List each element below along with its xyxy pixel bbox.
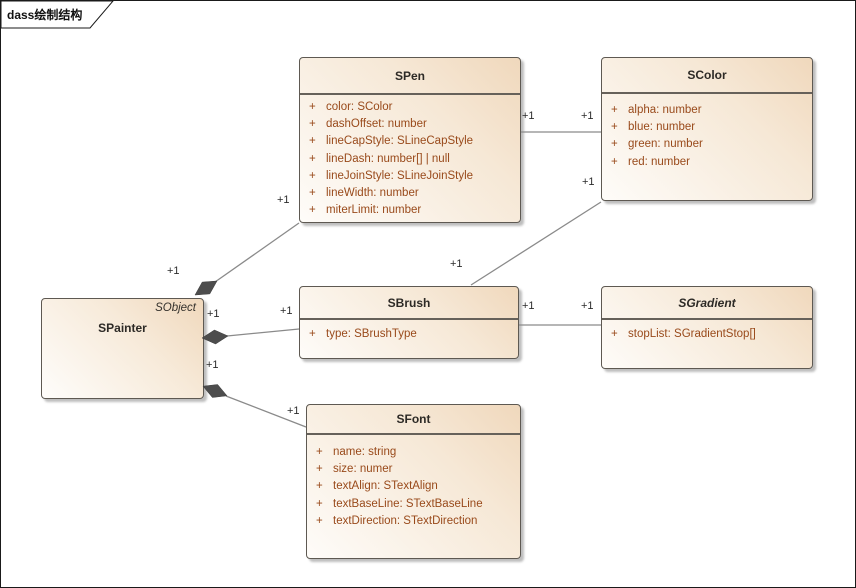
attribute-text: stopList: SGradientStop[] xyxy=(628,327,756,340)
multiplicity-label: +1 xyxy=(287,405,300,417)
class-sgradient-attributes: + stopList: SGradientStop[] xyxy=(602,320,812,342)
attribute-text: miterLimit: number xyxy=(326,204,422,217)
attribute-row[interactable]: + dashOffset: number xyxy=(300,115,520,132)
attribute-row[interactable]: + name: string xyxy=(307,443,520,460)
attribute-row[interactable]: + stopList: SGradientStop[] xyxy=(602,325,812,342)
multiplicity-label: +1 xyxy=(277,194,290,206)
attribute-text: name: string xyxy=(333,445,397,458)
connector-spainter-spen[interactable] xyxy=(214,222,300,283)
class-spen-header: SPen xyxy=(300,58,520,95)
attribute-row[interactable]: + miterLimit: number xyxy=(300,202,520,219)
class-sgradient[interactable]: SGradient + stopList: SGradientStop[] xyxy=(601,286,813,369)
attribute-text: alpha: number xyxy=(628,103,702,116)
class-spen-attributes: + color: SColor + dashOffset: number + line… xyxy=(300,95,520,219)
class-name: SFont xyxy=(396,412,431,426)
visibility: + xyxy=(309,100,316,113)
visibility: + xyxy=(309,187,316,200)
attribute-text: lineDash: number[] | null xyxy=(326,152,450,165)
class-sfont-attributes: + name: string + size: numer + textAlign: S… xyxy=(307,435,520,529)
attribute-text: lineCapStyle: SLineCapStyle xyxy=(326,135,474,148)
visibility: + xyxy=(316,445,323,458)
attribute-text: lineJoinStyle: SLineJoinStyle xyxy=(326,169,474,182)
connector-spainter-sbrush[interactable] xyxy=(226,328,300,337)
attribute-row[interactable]: + lineJoinStyle: SLineJoinStyle xyxy=(300,167,520,184)
diagram-title: dass绘制结构 xyxy=(7,8,83,22)
visibility: + xyxy=(309,327,316,340)
multiplicity-label: +1 xyxy=(207,308,220,320)
attribute-row[interactable]: + alpha: number xyxy=(602,101,812,118)
multiplicity-label: +1 xyxy=(280,305,293,317)
multiplicity-label: +1 xyxy=(522,110,535,122)
connector-sbrush-scolor[interactable] xyxy=(470,201,602,286)
class-scolor-attributes: + alpha: number + blue: number + green: num… xyxy=(602,94,812,170)
attribute-row[interactable]: + textDirection: STextDirection xyxy=(307,512,520,529)
class-sbrush-attributes: + type: SBrushType xyxy=(300,320,518,342)
attribute-row[interactable]: + textBaseLine: STextBaseLine xyxy=(307,495,520,512)
class-sbrush[interactable]: SBrush + type: SBrushType xyxy=(299,286,519,359)
multiplicity-label: +1 xyxy=(167,265,180,277)
attribute-row[interactable]: + red: number xyxy=(602,153,812,170)
visibility: + xyxy=(316,514,323,527)
attribute-text: textDirection: STextDirection xyxy=(333,514,478,527)
visibility: + xyxy=(309,117,316,130)
attribute-row[interactable]: + blue: number xyxy=(602,118,812,135)
attribute-row[interactable]: + lineDash: number[] | null xyxy=(300,150,520,167)
class-name: SColor xyxy=(687,68,727,82)
visibility: + xyxy=(611,120,618,133)
visibility: + xyxy=(611,155,618,168)
class-name: SBrush xyxy=(387,295,431,310)
visibility: + xyxy=(316,462,323,475)
multiplicity-label: +1 xyxy=(582,176,595,188)
attribute-text: dashOffset: number xyxy=(326,117,427,130)
visibility: + xyxy=(611,138,618,151)
visibility: + xyxy=(309,204,316,217)
class-sbrush-header: SBrush xyxy=(300,287,518,320)
multiplicity-label: +1 xyxy=(522,300,535,312)
attribute-row[interactable]: + lineCapStyle: SLineCapStyle xyxy=(300,133,520,150)
attribute-text: color: SColor xyxy=(326,100,393,113)
attribute-text: type: SBrushType xyxy=(326,327,417,340)
visibility: + xyxy=(316,480,323,493)
class-spainter[interactable]: SObject SPainter xyxy=(41,298,204,399)
multiplicity-label: +1 xyxy=(581,300,594,312)
aggregation-diamond-sfont xyxy=(202,384,228,398)
attribute-text: size: numer xyxy=(333,462,393,475)
visibility: + xyxy=(309,152,316,165)
connector-spainter-sfont[interactable] xyxy=(225,395,307,428)
aggregation-diamond-spen xyxy=(194,280,218,296)
attribute-text: blue: number xyxy=(628,120,696,133)
attribute-text: lineWidth: number xyxy=(326,187,419,200)
class-scolor[interactable]: SColor + alpha: number + blue: number + gre… xyxy=(601,57,813,201)
class-scolor-header: SColor xyxy=(602,58,812,94)
multiplicity-label: +1 xyxy=(450,258,463,270)
visibility: + xyxy=(611,327,618,340)
attribute-row[interactable]: + color: SColor xyxy=(300,98,520,115)
visibility: + xyxy=(309,169,316,182)
attribute-row[interactable]: + type: SBrushType xyxy=(300,325,518,342)
class-sfont-header: SFont xyxy=(307,405,520,435)
class-spen[interactable]: SPen + color: SColor + dashOffset: number … xyxy=(299,57,521,223)
attribute-row[interactable]: + size: numer xyxy=(307,460,520,477)
visibility: + xyxy=(309,135,316,148)
parent-class-label: SObject xyxy=(155,302,196,314)
visibility: + xyxy=(611,103,618,116)
attribute-text: textBaseLine: STextBaseLine xyxy=(333,497,483,510)
class-sfont[interactable]: SFont + name: string + size: numer + textAl… xyxy=(306,404,521,559)
attribute-text: red: number xyxy=(628,155,691,168)
attribute-row[interactable]: + lineWidth: number xyxy=(300,184,520,201)
attribute-row[interactable]: + green: number xyxy=(602,136,812,153)
class-name: SPen xyxy=(394,68,425,83)
multiplicity-label: +1 xyxy=(206,359,219,371)
aggregation-diamond-sbrush xyxy=(201,329,229,345)
class-name: SPainter xyxy=(98,321,147,335)
class-name: SGradient xyxy=(678,295,736,310)
multiplicity-label: +1 xyxy=(581,110,594,122)
attribute-row[interactable]: + textAlign: STextAlign xyxy=(307,478,520,495)
attribute-text: green: number xyxy=(628,138,703,151)
visibility: + xyxy=(316,497,323,510)
class-sgradient-header: SGradient xyxy=(602,287,812,320)
attribute-text: textAlign: STextAlign xyxy=(333,480,438,493)
